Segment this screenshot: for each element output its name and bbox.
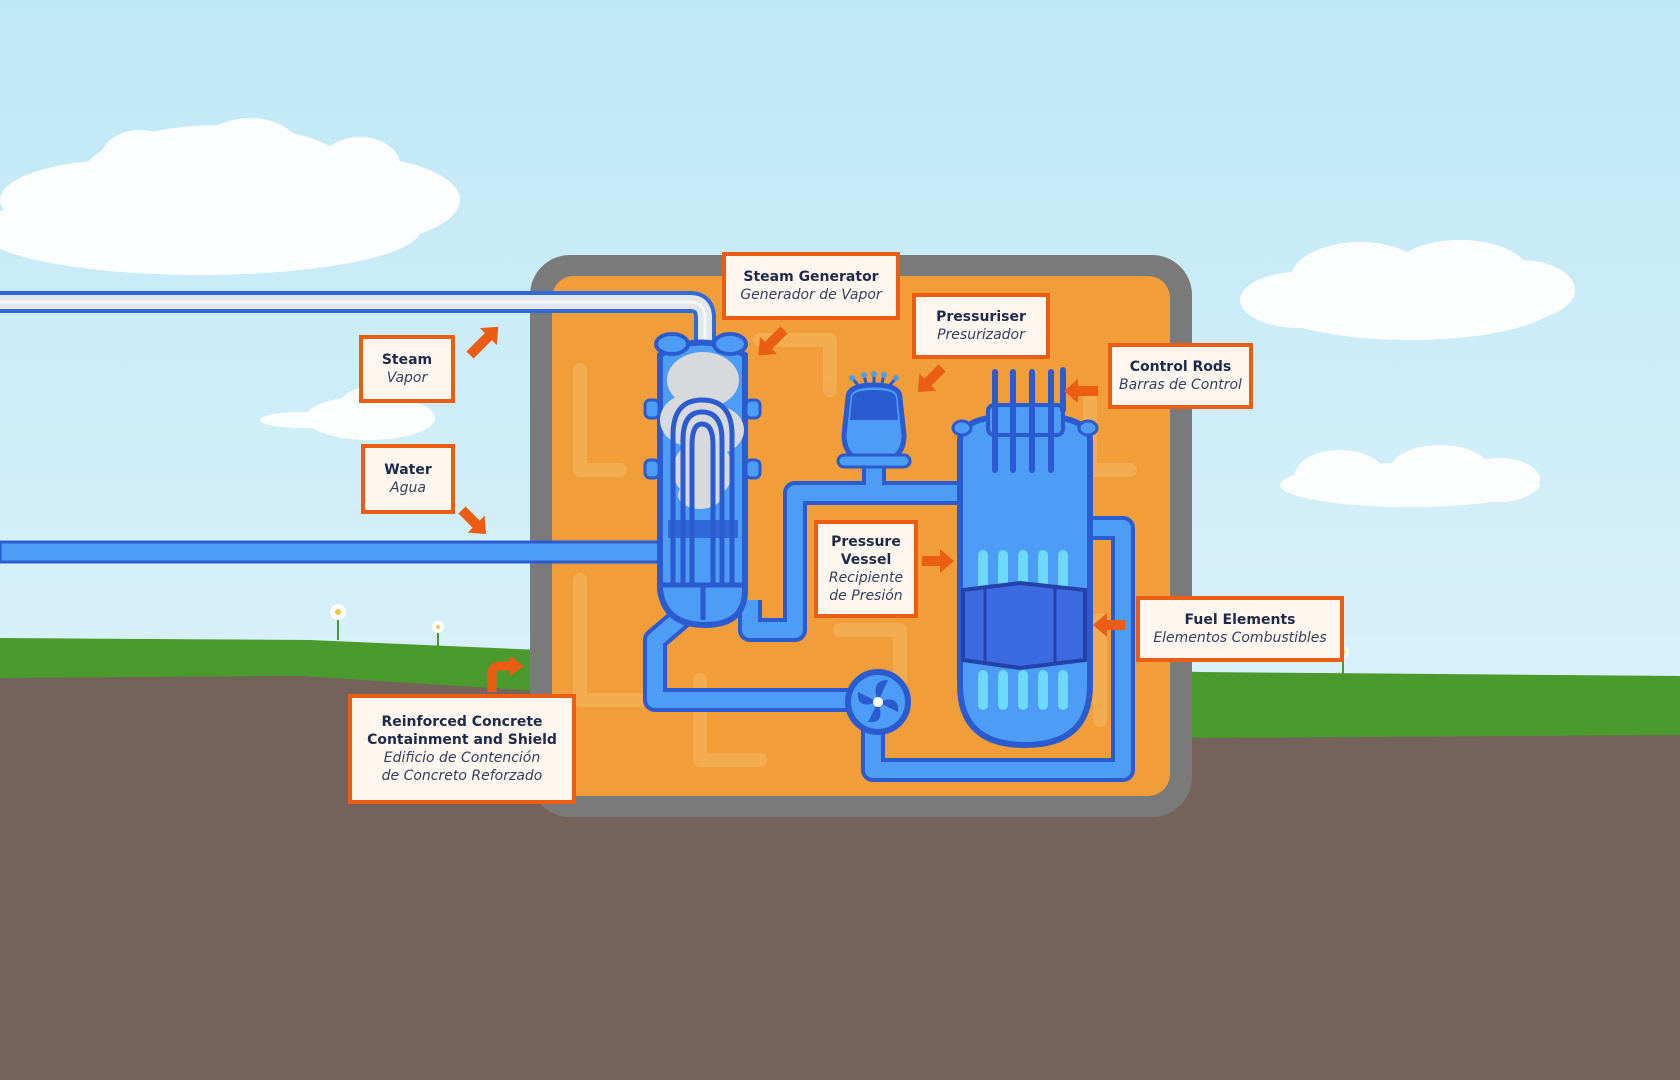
containment-arrow-icon: [487, 661, 512, 692]
label-pressuriser-en: Pressuriser: [936, 308, 1026, 325]
label-control-rods: Control Rods Barras de Control: [1108, 343, 1253, 409]
label-water-en: Water: [384, 461, 432, 478]
label-pressure-vessel-es2: de Presión: [829, 588, 903, 605]
label-containment-en2: Containment and Shield: [367, 731, 557, 748]
label-containment-es1: Edificio de Contención: [383, 750, 541, 766]
cloud-left: [0, 118, 460, 275]
label-steam-generator: Steam Generator Generador de Vapor: [722, 252, 900, 320]
label-pressure-vessel-es1: Recipiente: [828, 570, 904, 586]
label-control-rods-en: Control Rods: [1129, 358, 1232, 375]
label-fuel-elements: Fuel Elements Elementos Combustibles: [1136, 596, 1344, 662]
label-steam-en: Steam: [381, 351, 433, 368]
label-control-rods-es: Barras de Control: [1119, 377, 1242, 393]
steam-generator: [643, 332, 762, 629]
label-containment-es2: de Concreto Reforzado: [381, 768, 543, 785]
label-fuel-elements-en: Fuel Elements: [1184, 611, 1296, 628]
label-steam-es: Vapor: [386, 370, 428, 386]
pump-icon: [845, 669, 911, 735]
label-water-es: Agua: [390, 480, 426, 496]
cloud-right-small: [1280, 445, 1540, 507]
label-containment: Reinforced Concrete Containment and Shie…: [348, 694, 576, 804]
label-pressure-vessel: Pressure Vessel Recipiente de Presión: [814, 520, 918, 618]
fuel-elements: [961, 580, 1087, 671]
label-containment-en1: Reinforced Concrete: [381, 713, 543, 730]
label-pressure-vessel-en1: Pressure: [831, 533, 901, 550]
cloud-right: [1240, 240, 1575, 340]
arrow-icons: [458, 326, 1125, 637]
label-steam: Steam Vapor: [359, 335, 455, 403]
water-line: [0, 540, 667, 564]
label-steam-generator-en: Steam Generator: [743, 268, 879, 285]
label-pressuriser-es: Presurizador: [937, 327, 1025, 343]
label-pressuriser: Pressuriser Presurizador: [912, 293, 1050, 359]
label-steam-generator-es: Generador de Vapor: [740, 287, 882, 303]
pressuriser: [836, 371, 912, 469]
label-pressure-vessel-en2: Vessel: [840, 551, 892, 568]
control-rods: [992, 367, 1066, 473]
label-fuel-elements-es: Elementos Combustibles: [1153, 630, 1327, 646]
label-water: Water Agua: [361, 444, 455, 514]
